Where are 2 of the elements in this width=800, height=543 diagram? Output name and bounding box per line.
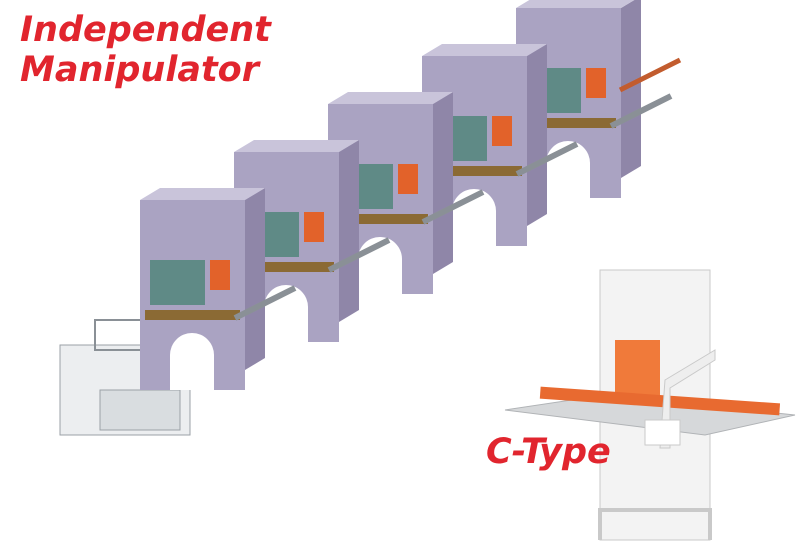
model-label: C-Type xyxy=(486,432,611,472)
heading: Independent Manipulator xyxy=(20,10,273,90)
